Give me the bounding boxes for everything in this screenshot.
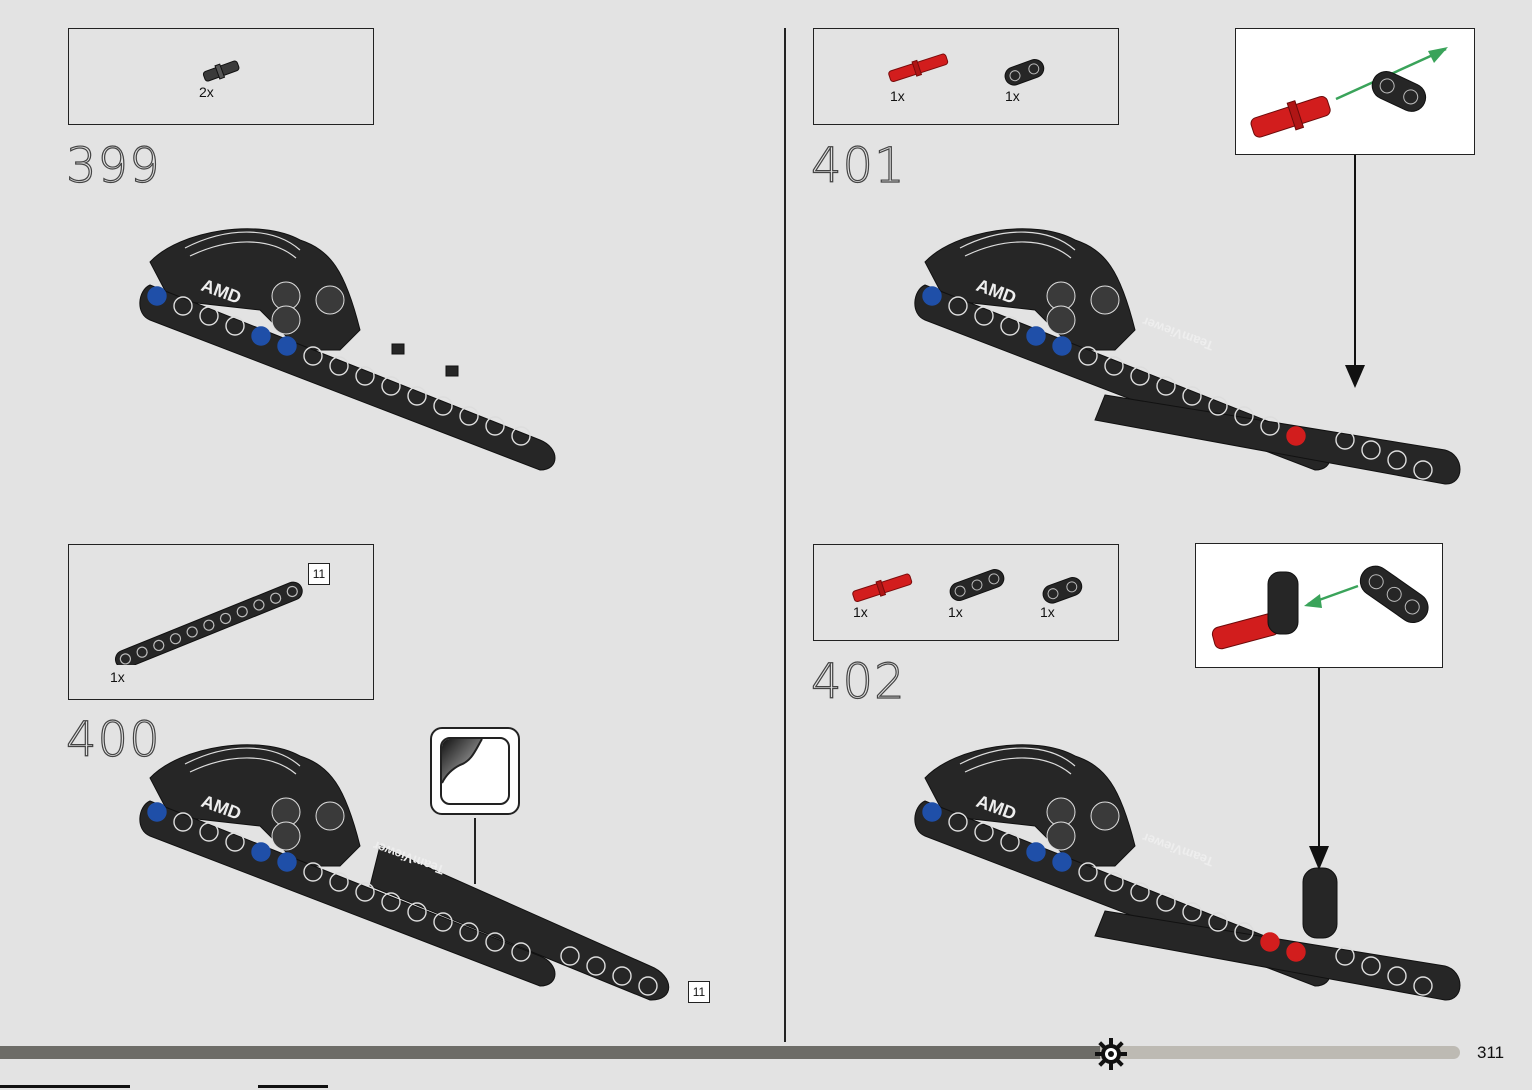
sticker-icon (440, 737, 510, 805)
model-402: AMD TeamViewer (915, 668, 1460, 1000)
sticker-callout (430, 727, 520, 815)
model-401: AMD TeamViewer (915, 155, 1460, 484)
arrow-down-icon (1345, 365, 1365, 388)
model-399: AMD (140, 229, 555, 470)
gear-icon (1093, 1036, 1129, 1072)
beam-length-badge: 11 (688, 981, 710, 1003)
progress-bar-remaining (1100, 1046, 1460, 1059)
model-sponsor-label: TeamViewer (1140, 830, 1215, 870)
model-400: AMD TeamViewer (140, 745, 669, 1000)
arrow-down-icon (1309, 846, 1329, 870)
progress-bar-filled (0, 1046, 1100, 1059)
page-number: 311 (1477, 1043, 1504, 1063)
footer-rule (0, 1085, 340, 1089)
model-sponsor-label: TeamViewer (1140, 314, 1215, 354)
